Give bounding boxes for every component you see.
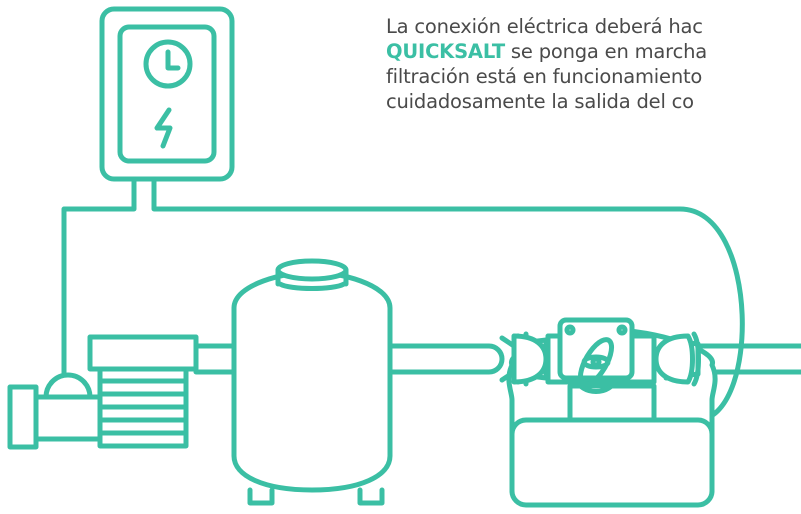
installation-instructions: La conexión eléctrica deberá hac QUICKSA… — [386, 14, 801, 114]
sand-filter — [231, 258, 393, 506]
clock-hands — [165, 49, 181, 71]
brand-name: QUICKSALT — [386, 40, 505, 63]
pipe-filter-to-cell — [371, 343, 505, 375]
instruction-line-3: filtración está en funcionamiento — [386, 65, 703, 88]
salt-chlorinator — [499, 317, 718, 508]
timer-control-box — [99, 6, 235, 182]
instruction-line-2-rest: se ponga en marcha — [504, 40, 708, 63]
instruction-line-1: La conexión eléctrica deberá hac — [386, 15, 703, 38]
instruction-line-2: QUICKSALT se ponga en marcha — [386, 39, 801, 64]
cable-to-pump — [61, 176, 137, 392]
instruction-line-4: cuidadosamente la salida del co — [386, 90, 694, 113]
cable-to-chlorinator — [151, 176, 745, 423]
atom-icon — [578, 337, 614, 387]
clock-icon — [143, 39, 193, 89]
lightning-bolt-icon — [154, 107, 173, 149]
pump — [7, 334, 199, 450]
